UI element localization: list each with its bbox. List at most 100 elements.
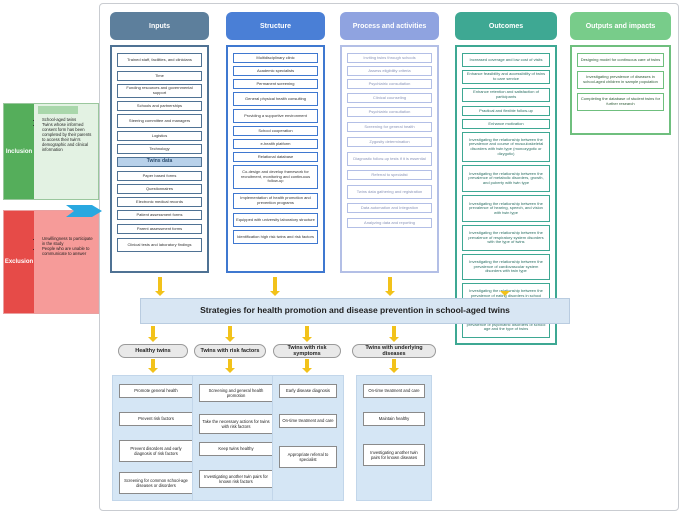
- structure-item: Permanent screening: [233, 79, 318, 89]
- process-item: Psychiatric consultation: [347, 107, 432, 117]
- down-arrow-icon: [385, 291, 395, 296]
- strategy-item: Appropriate referral to specialist: [279, 446, 337, 468]
- structure-item: Multidisciplinary clinic: [233, 53, 318, 63]
- down-arrow-icon: [392, 359, 396, 369]
- down-arrow-icon: [225, 337, 235, 342]
- inputs-item: Funding resources and governmental suppo…: [117, 84, 202, 98]
- process-item: Assess eligibility criteria: [347, 66, 432, 76]
- down-arrow-icon: [270, 291, 280, 296]
- strategy-item: Keep twins healthy: [199, 442, 273, 456]
- exclusion-item: Unwillingness to participate in the stud…: [42, 236, 94, 247]
- outputs-column: Designing model for continuous care of t…: [570, 45, 671, 135]
- down-arrow-icon: [225, 368, 235, 373]
- strategy-item: Investigating another twin pairs for kno…: [363, 444, 425, 466]
- outcomes-item: Investigating the relationship between t…: [462, 165, 550, 192]
- down-arrow-icon: [151, 326, 155, 338]
- down-arrow-icon: [302, 368, 312, 373]
- inputs-item: Schools and partnerships: [117, 101, 202, 111]
- exclusion-list: Unwillingness to participate in the stud…: [36, 236, 94, 257]
- down-arrow-icon: [228, 359, 232, 369]
- outputs-item: Completing the database of student twins…: [577, 93, 664, 111]
- inputs-item: Paper based forms: [117, 171, 202, 181]
- strategy-item: Maintain healthy: [363, 412, 425, 426]
- down-arrow-icon: [148, 368, 158, 373]
- process-item: Twins data gathering and registration: [347, 185, 432, 199]
- exclusion-criteria-box: Unwillingness to participate in the stud…: [34, 211, 98, 313]
- down-arrow-icon: [228, 326, 232, 338]
- down-arrow-icon: [148, 337, 158, 342]
- outcomes-item: Enhance motivation: [462, 119, 550, 129]
- structure-item: e-health platform: [233, 139, 318, 149]
- strategy-group-label: Healthy twins: [118, 344, 188, 358]
- process-item: Inviting twins through schools: [347, 53, 432, 63]
- process-item: Referral to specialist: [347, 170, 432, 180]
- process-item: Zygosity determination: [347, 137, 432, 147]
- inputs-item: Clinical tests and laboratory findings: [117, 238, 202, 252]
- inputs-item: Electronic medical records: [117, 197, 202, 207]
- outcomes-item: Investigating the relationship between t…: [462, 225, 550, 251]
- strategy-group-label: Twins with risk factors: [194, 344, 266, 358]
- strategy-item: Take the necessary actions for twins wit…: [199, 414, 273, 434]
- process-header: Process and activities: [340, 12, 439, 40]
- exclusion-item: People who are unable to communicate to …: [42, 246, 94, 257]
- outputs-header: Outputs and impacts: [570, 12, 671, 40]
- structure-item: General physical health consulting: [233, 92, 318, 106]
- strategy-item: Screening and general health promotion: [199, 384, 273, 402]
- strategy-item: Prevent disorders and early diagnosis of…: [119, 440, 193, 462]
- down-arrow-icon: [302, 337, 312, 342]
- down-arrow-icon: [500, 291, 510, 296]
- outputs-item: Investigating prevalence of diseases in …: [577, 71, 664, 89]
- down-arrow-icon: [388, 277, 392, 292]
- down-arrow-icon: [305, 359, 309, 369]
- pointer-arrow-icon: [66, 205, 102, 217]
- structure-item: Academic specialists: [233, 66, 318, 76]
- down-arrow-icon: [389, 368, 399, 373]
- inputs-item: Time: [117, 71, 202, 81]
- inputs-item: Trained staff, facilities, and clinician…: [117, 53, 202, 67]
- structure-item: Co-design and develop framework for recr…: [233, 165, 318, 189]
- inclusion-label: Inclusion: [4, 104, 34, 199]
- structure-header: Structure: [226, 12, 325, 40]
- process-item: Clinical counseling: [347, 93, 432, 103]
- inclusion-criteria-box: School-aged twins Twins whose informed c…: [34, 104, 98, 199]
- down-arrow-icon: [305, 326, 309, 338]
- exclusion-label: Exclusion: [4, 211, 34, 313]
- inputs-column: Trained staff, facilities, and clinician…: [110, 45, 209, 273]
- inclusion-panel: Inclusion School-aged twins Twins whose …: [3, 103, 99, 200]
- outcomes-item: Enhance feasibility and accessibility of…: [462, 70, 550, 84]
- exclusion-panel: Exclusion Unwillingness to participate i…: [3, 210, 99, 314]
- process-item: Analyzing data and reporting: [347, 218, 432, 228]
- down-arrow-icon: [155, 291, 165, 296]
- down-arrow-icon: [389, 337, 399, 342]
- outcomes-item: Increased coverage and low cost of visit…: [462, 53, 550, 67]
- outcomes-item: Investigating the relationship between t…: [462, 254, 550, 280]
- strategy-item: On-time treatment and care: [363, 384, 425, 398]
- inclusion-item: Twins whose informed consent form has be…: [42, 122, 94, 153]
- strategy-item: Promote general health: [119, 384, 193, 398]
- down-arrow-icon: [392, 326, 396, 338]
- strategies-title: Strategies for health promotion and dise…: [140, 298, 570, 324]
- process-item: Screening for general health: [347, 122, 432, 132]
- inputs-item: Parent assessment forms: [117, 224, 202, 234]
- structure-item: Identification high risk twins and risk …: [233, 230, 318, 244]
- outcomes-item: Enhance retention and satisfaction of pa…: [462, 88, 550, 102]
- outcomes-item: Practical and flexible follow-up: [462, 106, 550, 116]
- structure-item: Providing a supportive environment: [233, 109, 318, 123]
- structure-item: Implementation of health promotion and p…: [233, 193, 318, 209]
- inputs-item: Patient assessment forms: [117, 210, 202, 220]
- strategy-item: Prevent risk factors: [119, 412, 193, 426]
- strategy-group-label: Twins with underlying diseases: [352, 344, 436, 358]
- strategy-item: Investigating another twin pairs for kno…: [199, 470, 273, 488]
- down-arrow-icon: [273, 277, 277, 292]
- structure-item: Equipped with university laboratory stru…: [233, 213, 318, 227]
- strategy-group-label: Twins with risk symptoms: [273, 344, 341, 358]
- outcomes-item: Investigating the relationship between t…: [462, 195, 550, 222]
- inclusion-tab: [38, 106, 78, 114]
- inputs-item: Steering committee and managers: [117, 114, 202, 128]
